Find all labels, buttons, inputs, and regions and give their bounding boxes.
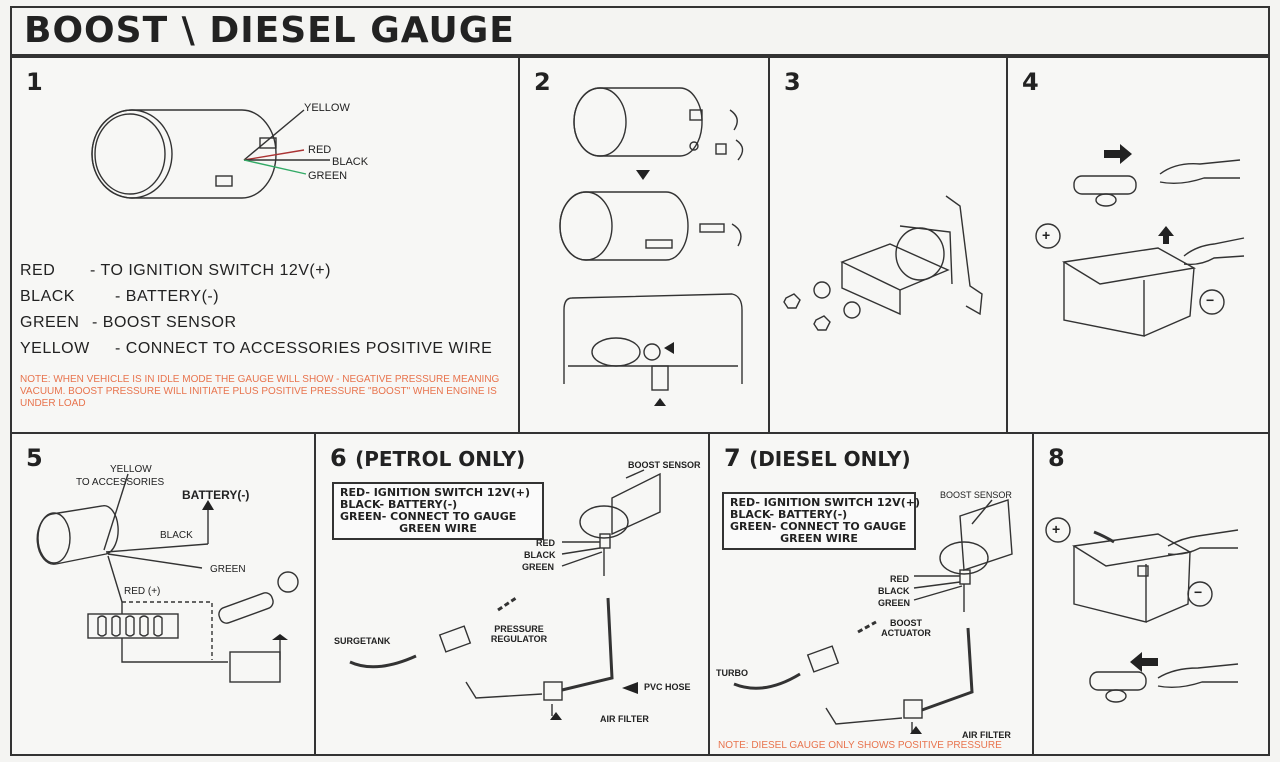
panel-4: 4 + − <box>1006 56 1270 434</box>
gauge-mounting-drawing <box>559 87 744 406</box>
p6-air-filter-label: AIR FILTER <box>600 714 649 724</box>
petrol-wiring-box: RED- IGNITION SWITCH 12V(+) BLACK- BATTE… <box>332 482 544 540</box>
diesel-heading: (DIESEL ONLY) <box>749 447 911 471</box>
p5-accessories-label: TO ACCESSORIES <box>76 477 165 488</box>
pressure-regulator-label: PRESSURE REGULATOR <box>490 624 548 644</box>
panel-8-number: 8 <box>1048 444 1065 472</box>
p6-green-label: GREEN <box>522 562 555 572</box>
petrol-heading: (PETROL ONLY) <box>355 447 526 471</box>
plus-symbol: + <box>1042 227 1051 243</box>
minus-symbol: − <box>1194 584 1203 600</box>
surgetank-label: SURGETANK <box>334 636 391 646</box>
minus-symbol: − <box>1206 292 1215 308</box>
panel-1: 1 YELLOW RED BLACK GREEN RED- TO IGNITIO… <box>10 56 520 434</box>
panel-8: 8 + − <box>1032 432 1270 756</box>
panel-7: 7 (DIESEL ONLY) RED- IGNITION SWITCH 12V… <box>708 432 1034 756</box>
panel-7-number: 7 (DIESEL ONLY) <box>724 444 911 472</box>
turbo-label: TURBO <box>716 668 748 678</box>
panel-1-number: 1 <box>26 68 43 96</box>
p5-yellow-label: YELLOW <box>110 464 152 475</box>
pvc-hose-label: PVC HOSE <box>644 682 691 692</box>
p7-air-filter-label: AIR FILTER <box>962 730 1011 740</box>
battery-disconnect-drawing <box>1035 144 1245 337</box>
p7-red-label: RED <box>890 574 910 584</box>
p6-red-label: RED <box>536 538 556 548</box>
vacuum-note: NOTE: WHEN VEHICLE IS IN IDLE MODE THE G… <box>20 374 500 409</box>
wire-label-yellow: YELLOW <box>304 102 350 114</box>
diesel-wiring-box: RED- IGNITION SWITCH 12V(+) BLACK- BATTE… <box>722 492 920 550</box>
p5-red-label: RED (+) <box>124 586 161 597</box>
title-bar: BOOST \ DIESEL GAUGE <box>10 6 1270 56</box>
wiring-diagram-drawing <box>36 473 299 683</box>
panel-4-number: 4 <box>1022 68 1039 96</box>
battery-reconnect-drawing <box>1045 517 1239 703</box>
p6-black-label: BLACK <box>524 550 556 560</box>
diesel-note: NOTE: DIESEL GAUGE ONLY SHOWS POSITIVE P… <box>718 740 1002 751</box>
panel-2-number: 2 <box>534 68 551 96</box>
panel-3-number: 3 <box>784 68 801 96</box>
boost-actuator-label: BOOST ACTUATOR <box>881 618 931 638</box>
panel-2: 2 <box>518 56 770 434</box>
wire-label-red: RED <box>308 144 332 156</box>
p7-black-label: BLACK <box>878 586 910 596</box>
panel-6: 6 (PETROL ONLY) RED- IGNITION SWITCH 12V… <box>314 432 710 756</box>
panel-5: 5 YELLOW TO ACCESSORIES BATTERY(-) BLACK… <box>10 432 316 756</box>
p7-boost-sensor-label: BOOST SENSOR <box>940 490 1012 500</box>
panel-3: 3 <box>768 56 1008 434</box>
panel-6-number: 6 (PETROL ONLY) <box>330 444 526 472</box>
wire-label-green: GREEN <box>308 170 348 182</box>
panel-5-number: 5 <box>26 444 43 472</box>
p6-boost-sensor-label: BOOST SENSOR <box>628 460 701 470</box>
p5-black-label: BLACK <box>160 530 193 541</box>
p5-battery-label: BATTERY(-) <box>182 488 250 502</box>
legend-row-red: RED- TO IGNITION SWITCH 12V(+) <box>20 262 331 279</box>
p5-green-label: GREEN <box>210 564 246 575</box>
petrol-system-drawing <box>349 469 661 720</box>
plus-symbol: + <box>1052 521 1061 537</box>
wire-label-black: BLACK <box>332 156 369 168</box>
legend-row-green: GREEN- BOOST SENSOR <box>20 314 237 331</box>
page-title: BOOST \ DIESEL GAUGE <box>24 10 515 51</box>
diesel-system-drawing <box>733 499 1013 734</box>
gauge-wiring-drawing <box>91 109 330 199</box>
legend-row-black: BLACK- BATTERY(-) <box>20 288 220 305</box>
p7-green-label: GREEN <box>878 598 911 608</box>
bracket-mounting-drawing <box>783 195 983 331</box>
legend-row-yellow: YELLOW- CONNECT TO ACCESSORIES POSITIVE … <box>20 340 493 357</box>
